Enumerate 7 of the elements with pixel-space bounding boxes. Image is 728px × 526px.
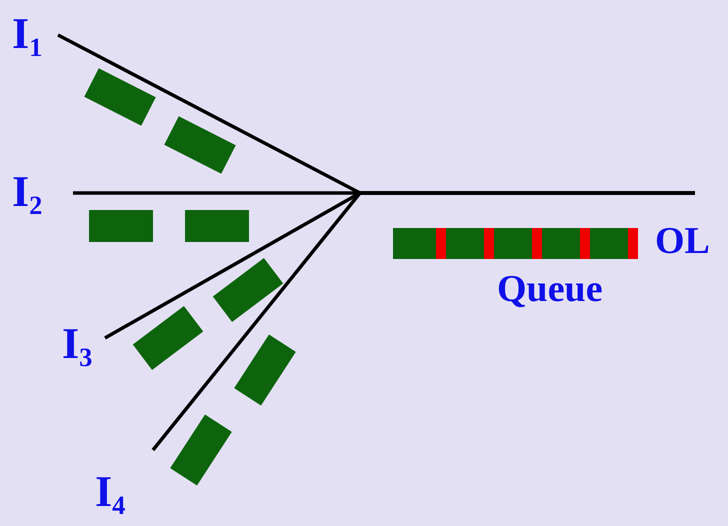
node-label: I$_{2}$ [12, 170, 42, 218]
link-line [152, 191, 695, 452]
node-label: I$_{3}$ [62, 322, 92, 370]
node-label: I$_{4}$ [95, 470, 126, 518]
node-label: I$_{1}$ [12, 12, 42, 60]
queue-label: Queue [497, 270, 603, 308]
node-label: OL [655, 222, 710, 260]
